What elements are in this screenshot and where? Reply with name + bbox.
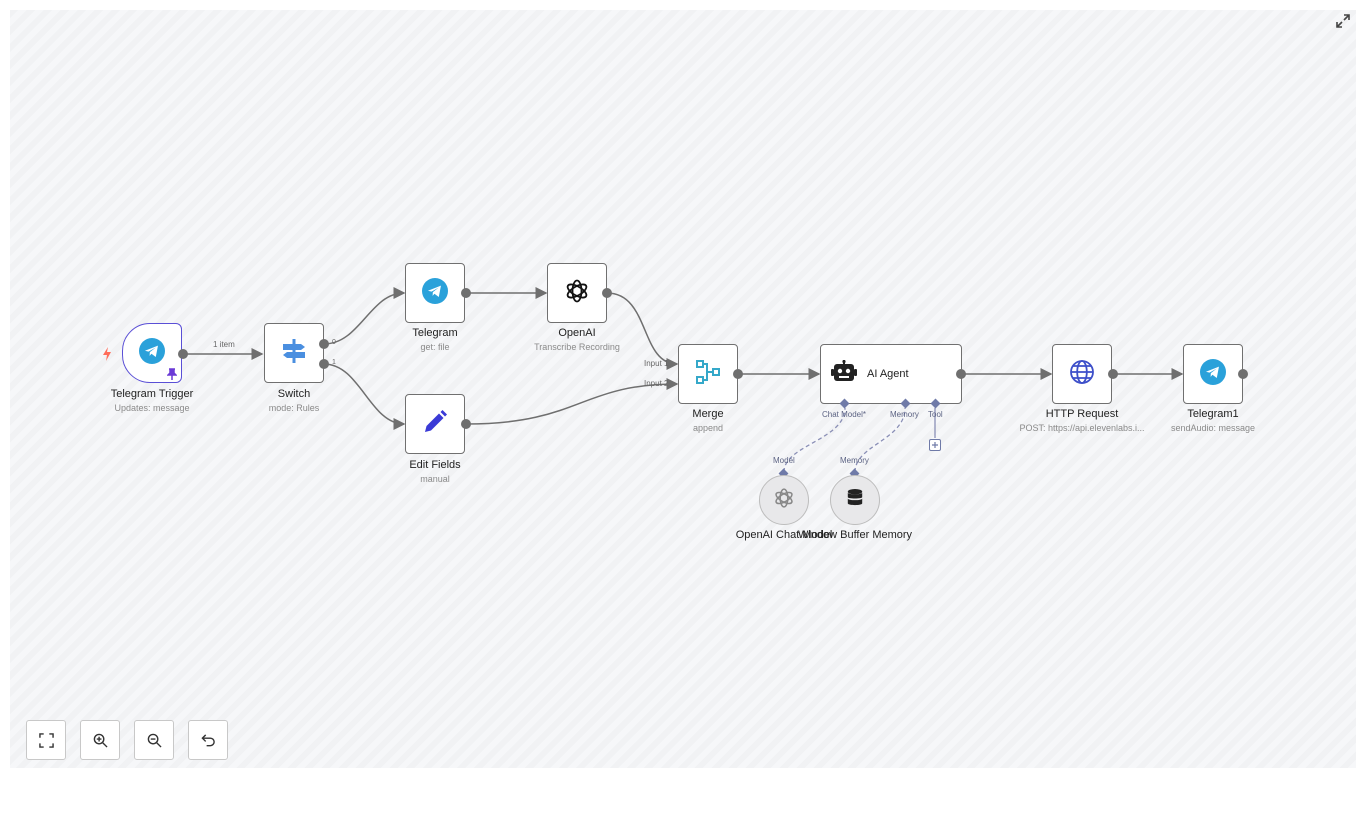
node-label: Merge [692, 408, 724, 420]
agent-output-port[interactable] [956, 369, 966, 379]
telegram-icon [139, 337, 165, 369]
node-merge[interactable] [678, 344, 738, 404]
agent-port-label-memory: Memory [890, 410, 919, 419]
merge-icon [695, 359, 721, 390]
node-telegram-trigger[interactable] [122, 323, 182, 383]
reset-zoom-button[interactable] [188, 720, 228, 760]
fullscreen-icon[interactable] [1335, 13, 1351, 29]
pencil-icon [422, 409, 448, 440]
add-tool-button[interactable] [929, 439, 941, 451]
node-ai-agent[interactable]: AI Agent [820, 344, 962, 404]
telegram-icon [1200, 358, 1226, 390]
openai-icon [564, 278, 590, 309]
zoom-out-icon [147, 733, 162, 748]
agent-port-label-chatmodel: Chat Model* [822, 410, 867, 419]
pin-icon [166, 367, 178, 385]
node-subtitle: get: file [420, 342, 450, 352]
node-subtitle: manual [420, 474, 450, 484]
node-switch[interactable] [264, 323, 324, 383]
node-subtitle: Transcribe Recording [534, 342, 620, 352]
merge-input-label-1: Input 1 [644, 359, 669, 368]
merge-input-label-2: Input 2 [644, 379, 669, 388]
node-label: Telegram1 [1187, 408, 1239, 420]
node-openai[interactable] [547, 263, 607, 323]
switch-output-port-0[interactable] [319, 339, 329, 349]
zoom-to-fit-button[interactable] [26, 720, 66, 760]
node-label: OpenAI Chat Model [735, 529, 833, 541]
telegram1-output-port[interactable] [1238, 369, 1248, 379]
switch-output-port-1[interactable] [319, 359, 329, 369]
editfields-output-port[interactable] [461, 419, 471, 429]
node-subtitle: Updates: message [114, 403, 190, 413]
node-label: Telegram [412, 327, 458, 339]
robot-icon [831, 359, 857, 389]
telegram-output-port[interactable] [461, 288, 471, 298]
zoom-out-button[interactable] [134, 720, 174, 760]
chatmodel-port-label: Model [773, 456, 795, 465]
plus-icon [932, 442, 938, 448]
node-label: Switch [277, 388, 311, 400]
switch-output-label-1: 1 [332, 359, 336, 366]
memory-port-label: Memory [840, 456, 869, 465]
node-window-buffer-memory[interactable] [830, 475, 880, 525]
node-label: Edit Fields [409, 459, 461, 471]
openai-output-port[interactable] [602, 288, 612, 298]
switch-output-label-0: 0 [332, 339, 336, 346]
fit-view-icon [38, 732, 54, 748]
connection-item-count: 1 item [213, 340, 235, 349]
node-http-request[interactable] [1052, 344, 1112, 404]
zoom-in-button[interactable] [80, 720, 120, 760]
node-telegram1[interactable] [1183, 344, 1243, 404]
node-label: Telegram Trigger [110, 388, 194, 400]
node-subtitle: sendAudio: message [1170, 423, 1256, 433]
node-label: AI Agent [867, 368, 909, 380]
node-telegram[interactable] [405, 263, 465, 323]
node-edit-fields[interactable] [405, 394, 465, 454]
node-subtitle: append [692, 423, 724, 433]
zoom-in-icon [93, 733, 108, 748]
agent-port-label-tool: Tool [928, 410, 943, 419]
trigger-bolt-icon [101, 347, 113, 361]
merge-output-port[interactable] [733, 369, 743, 379]
undo-icon [200, 733, 215, 746]
telegram-icon [422, 277, 448, 309]
node-subtitle: POST: https://api.elevenlabs.i... [1019, 423, 1145, 433]
node-subtitle: mode: Rules [268, 403, 320, 413]
database-icon [846, 488, 864, 513]
node-label: Window Buffer Memory [797, 529, 913, 541]
globe-icon [1069, 359, 1095, 390]
node-label: OpenAI [558, 327, 596, 339]
openai-icon [773, 487, 795, 514]
switch-icon [281, 338, 307, 369]
node-openai-chat-model[interactable] [759, 475, 809, 525]
trigger-output-port[interactable] [178, 349, 188, 359]
node-label: HTTP Request [1045, 408, 1119, 420]
http-output-port[interactable] [1108, 369, 1118, 379]
